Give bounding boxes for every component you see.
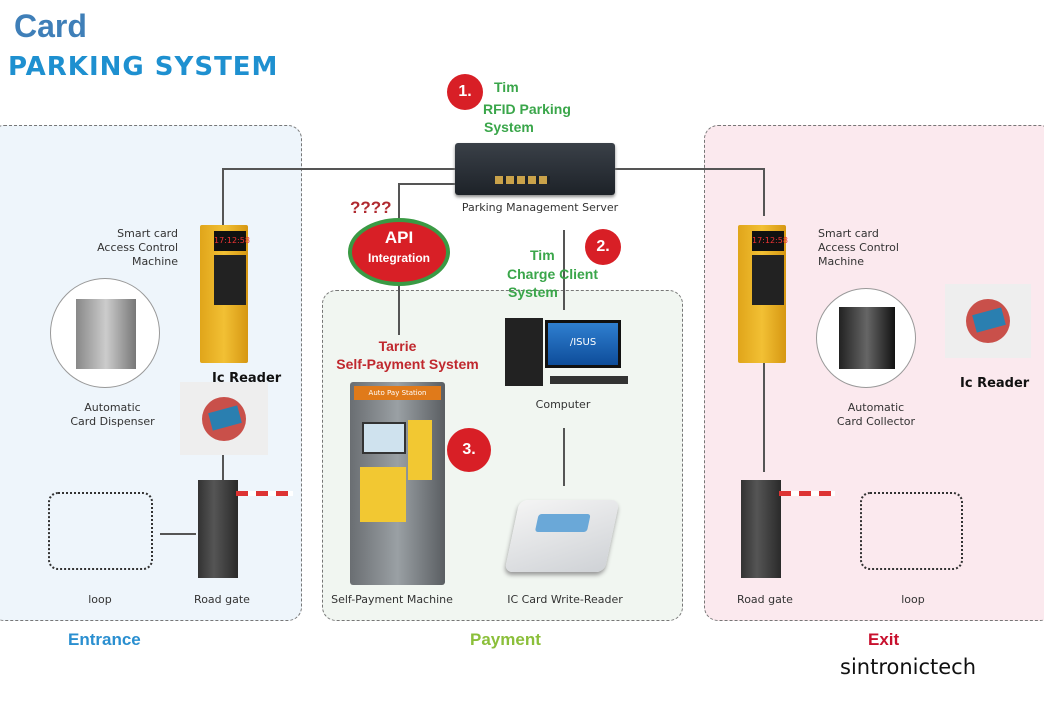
rfid-parking-label: RFID Parking xyxy=(483,101,571,117)
entrance-kiosk-label: Smart card Access Control Machine xyxy=(78,227,178,269)
entrance-loop-label: loop xyxy=(88,593,112,606)
label-line: Automatic xyxy=(847,401,905,414)
exit-gate-arm xyxy=(779,491,835,496)
connector-line xyxy=(222,455,224,480)
self-payment-machine-label: Self-Payment Machine xyxy=(331,593,453,606)
kiosk-clock: 17:12:58 xyxy=(214,231,250,251)
tarrie-label: Tarrie xyxy=(378,338,417,354)
entrance-road-gate-label: Road gate xyxy=(194,593,250,606)
self-payment-system-label: Self-Payment System xyxy=(336,356,479,372)
exit-loop-label: loop xyxy=(901,593,925,606)
title-card: Card xyxy=(14,8,87,44)
entrance-road-gate xyxy=(198,480,238,578)
connector-line xyxy=(615,168,764,170)
computer-image: /ISUS xyxy=(505,318,630,388)
connector-line xyxy=(160,533,196,535)
machine-header: Auto Pay Station xyxy=(354,386,441,400)
watermark: sintronictech xyxy=(840,655,977,679)
exit-road-gate xyxy=(741,480,781,578)
exit-ic-reader-image xyxy=(945,284,1031,358)
label-line: Card Dispenser xyxy=(70,415,155,428)
label-line: Access Control xyxy=(97,241,178,254)
label-line: Card Collector xyxy=(836,415,916,428)
computer-label: Computer xyxy=(535,398,591,411)
entrance-gate-arm xyxy=(236,491,293,496)
self-payment-machine-image: Auto Pay Station xyxy=(350,382,445,585)
exit-ic-reader-label: Ic Reader xyxy=(960,376,1030,391)
entrance-access-control-machine: 17:12:58 xyxy=(200,225,250,363)
marker-2: 2. xyxy=(585,229,621,265)
tim-label-2: Tim xyxy=(530,247,555,263)
connector-line xyxy=(563,230,565,310)
connector-line xyxy=(763,168,765,216)
question-marks: ???? xyxy=(350,198,392,217)
connector-line xyxy=(398,285,400,335)
card-collector-label: Automatic Card Collector xyxy=(820,401,932,429)
exit-road-gate-label: Road gate xyxy=(737,593,793,606)
marker-1: 1. xyxy=(447,74,483,110)
charge-client-label: Charge Client xyxy=(507,266,599,282)
connector-line xyxy=(398,183,400,218)
marker-3: 3. xyxy=(447,428,491,472)
connector-line xyxy=(222,168,456,170)
card-dispenser-label: Automatic Card Dispenser xyxy=(55,401,170,429)
api-integration-badge: API Integration xyxy=(348,218,450,286)
card-collector-image xyxy=(816,288,916,388)
label-line: Smart card xyxy=(117,227,178,240)
computer-brand: /ISUS xyxy=(548,323,618,365)
label-line: Access Control xyxy=(818,241,899,254)
exit-kiosk-label: Smart card Access Control Machine xyxy=(818,227,918,269)
charge-system-label: System xyxy=(508,284,558,300)
payment-zone-label: Payment xyxy=(470,630,541,649)
rfid-system-label: System xyxy=(484,119,534,135)
api-sub-label: Integration xyxy=(368,251,430,265)
card-dispenser-image xyxy=(50,278,160,388)
parking-management-server xyxy=(455,143,615,195)
exit-zone-label: Exit xyxy=(868,630,900,649)
api-label: API xyxy=(384,228,414,247)
exit-loop xyxy=(860,492,963,570)
connector-line xyxy=(563,428,565,486)
ic-card-write-reader-label: IC Card Write-Reader xyxy=(507,593,623,606)
title-parking-system: PARKING SYSTEM xyxy=(8,52,279,82)
kiosk-clock: 17:12:58 xyxy=(752,231,788,251)
ic-card-write-reader-image xyxy=(504,500,620,572)
label-line: Machine xyxy=(818,255,865,268)
connector-line xyxy=(398,183,456,185)
entrance-loop xyxy=(48,492,153,570)
tim-label-1: Tim xyxy=(494,79,519,95)
label-line: Smart card xyxy=(818,227,879,240)
server-label: Parking Management Server xyxy=(461,201,619,214)
connector-line xyxy=(222,168,224,226)
exit-access-control-machine: 17:12:58 xyxy=(738,225,788,363)
label-line: Automatic xyxy=(84,401,141,414)
entrance-ic-reader-image xyxy=(180,382,268,455)
connector-line xyxy=(763,362,765,472)
label-line: Machine xyxy=(131,255,178,268)
entrance-zone-label: Entrance xyxy=(68,630,141,649)
